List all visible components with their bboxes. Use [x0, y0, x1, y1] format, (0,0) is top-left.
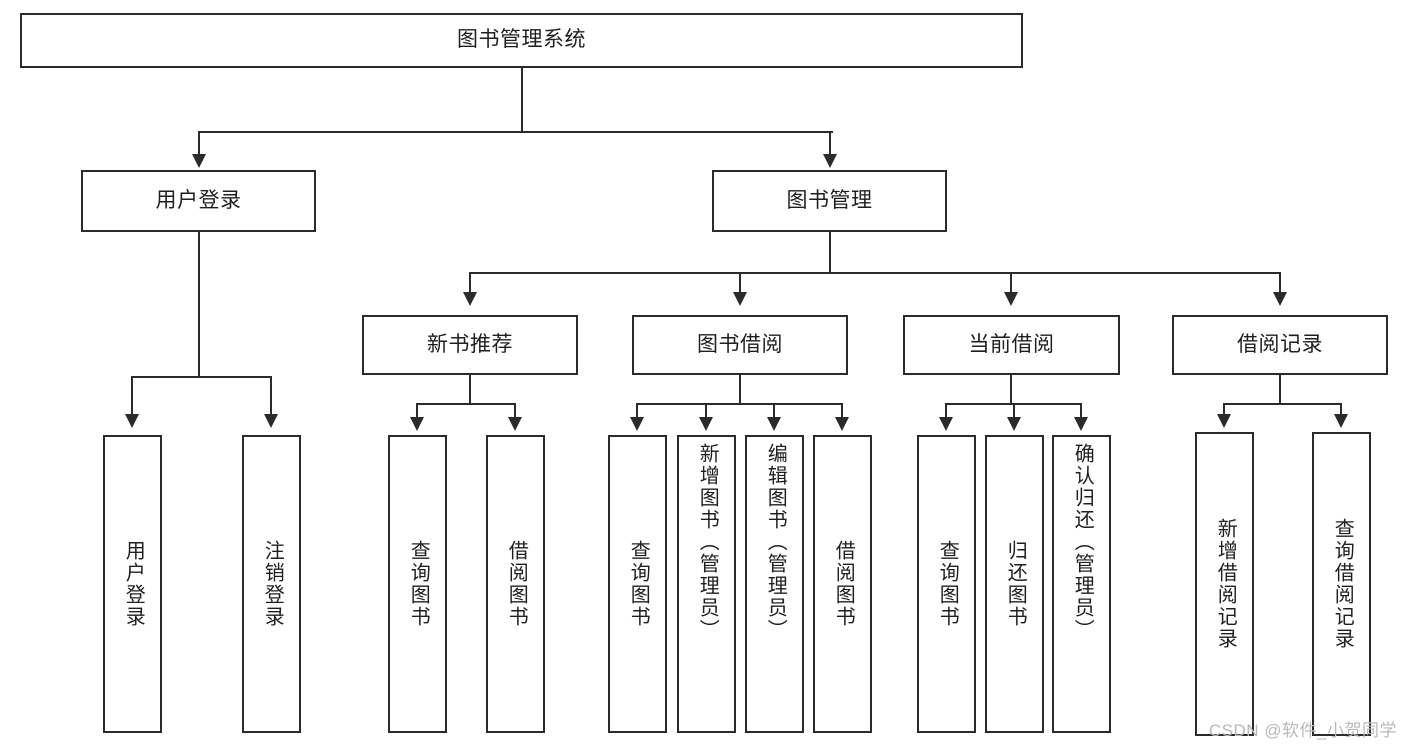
- leaf-add-borrow-record-label: 新增借阅记录: [1214, 518, 1237, 650]
- node-book-management-label: 图书管理: [786, 188, 873, 212]
- leaf-query-books-current-label: 查询图书: [936, 540, 959, 628]
- connector-borrow-records-to-leaf-2: [1340, 403, 1342, 416]
- leaf-query-books-new-label: 查询图书: [407, 540, 430, 628]
- connector-new-books-bus: [416, 403, 515, 405]
- connector-user-login-bus: [131, 376, 271, 378]
- arrow-to-book-mgmt: [823, 154, 837, 168]
- node-new-book-recommend-label: 新书推荐: [427, 332, 513, 356]
- connector-new-books-to-leaf-2: [514, 403, 516, 419]
- connector-borrow-records-stem: [1279, 375, 1281, 403]
- connector-book-borrow-to-leaf-3: [773, 403, 775, 419]
- arrow-to-borrow-records: [1273, 292, 1287, 306]
- connector-user-login-to-leaf-1: [131, 376, 133, 416]
- leaf-query-borrow-record[interactable]: 查询借阅记录: [1312, 432, 1371, 736]
- connector-new-books-stem: [469, 375, 471, 403]
- connector-current-borrow-to-leaf-1: [945, 403, 947, 419]
- connector-root-to-book-mgmt: [829, 131, 831, 156]
- node-book-management[interactable]: 图书管理: [712, 170, 947, 232]
- arrow-to-current-borrow: [1004, 292, 1018, 306]
- leaf-logout[interactable]: 注销登录: [242, 435, 301, 733]
- leaf-return-book-label: 归还图书: [1004, 540, 1027, 628]
- arrow-to-leaf-query-record: [1334, 414, 1348, 428]
- node-borrow-records-label: 借阅记录: [1237, 332, 1323, 356]
- connector-book-mgmt-to-borrow: [739, 272, 741, 294]
- leaf-logout-label: 注销登录: [261, 540, 284, 628]
- leaf-user-login[interactable]: 用户登录: [103, 435, 162, 733]
- leaf-query-books-borrow-label: 查询图书: [627, 540, 650, 628]
- leaf-return-book[interactable]: 归还图书: [985, 435, 1044, 733]
- leaf-query-books-borrow[interactable]: 查询图书: [608, 435, 667, 733]
- leaf-borrow-books-borrow-label: 借阅图书: [832, 540, 855, 628]
- node-current-borrow[interactable]: 当前借阅: [903, 315, 1120, 375]
- node-new-book-recommend[interactable]: 新书推荐: [362, 315, 578, 375]
- leaf-query-books-new[interactable]: 查询图书: [388, 435, 447, 733]
- connector-book-borrow-bus: [636, 403, 842, 405]
- node-current-borrow-label: 当前借阅: [968, 332, 1055, 356]
- connector-book-borrow-to-leaf-2: [705, 403, 707, 419]
- node-borrow-records[interactable]: 借阅记录: [1172, 315, 1388, 375]
- arrow-to-new-books: [463, 292, 477, 306]
- leaf-add-book-admin[interactable]: 新增图书（管理员）: [677, 435, 736, 733]
- arrow-to-leaf-add-book: [699, 417, 713, 431]
- leaf-user-login-label: 用户登录: [122, 540, 145, 628]
- watermark: CSDN @软件_小贺同学: [1208, 721, 1397, 740]
- node-user-login-label: 用户登录: [155, 188, 242, 212]
- connector-book-mgmt-to-new-books: [469, 272, 471, 294]
- leaf-edit-book-admin[interactable]: 编辑图书（管理员）: [745, 435, 804, 733]
- leaf-query-borrow-record-label: 查询借阅记录: [1331, 518, 1354, 650]
- connector-current-borrow-to-leaf-3: [1080, 403, 1082, 419]
- arrow-to-leaf-query-books-1: [410, 417, 424, 431]
- connector-book-borrow-to-leaf-1: [636, 403, 638, 419]
- arrow-to-leaf-logout: [264, 414, 278, 428]
- leaf-add-borrow-record[interactable]: 新增借阅记录: [1195, 432, 1254, 736]
- arrow-to-leaf-borrow-books-2: [835, 417, 849, 431]
- arrow-to-user-login: [192, 154, 206, 168]
- connector-book-mgmt-to-records: [1279, 272, 1281, 294]
- leaf-confirm-return-admin-label: 确认归还（管理员）: [1071, 443, 1094, 641]
- connector-book-mgmt-to-current: [1010, 272, 1012, 294]
- leaf-edit-book-admin-label: 编辑图书（管理员）: [764, 443, 787, 641]
- connector-borrow-records-bus: [1223, 403, 1341, 405]
- connector-book-borrow-to-leaf-4: [841, 403, 843, 419]
- arrow-to-leaf-user-login: [125, 414, 139, 428]
- leaf-borrow-books-borrow[interactable]: 借阅图书: [813, 435, 872, 733]
- node-root-system-label: 图书管理系统: [457, 28, 586, 52]
- connector-borrow-records-to-leaf-1: [1223, 403, 1225, 416]
- connector-book-mgmt-stem: [829, 232, 831, 272]
- arrow-to-book-borrow: [733, 292, 747, 306]
- connector-user-login-stem: [198, 232, 200, 376]
- arrow-to-leaf-add-record: [1217, 414, 1231, 428]
- arrow-to-leaf-borrow-books-1: [508, 417, 522, 431]
- connector-root-stem: [521, 68, 523, 131]
- node-user-login[interactable]: 用户登录: [81, 170, 316, 232]
- connector-book-mgmt-bus: [469, 272, 1280, 274]
- connector-user-login-to-leaf-2: [270, 376, 272, 416]
- connector-book-borrow-stem: [739, 375, 741, 403]
- connector-current-borrow-stem: [1010, 375, 1012, 403]
- connector-current-borrow-to-leaf-2: [1013, 403, 1015, 419]
- arrow-to-leaf-confirm-return: [1074, 417, 1088, 431]
- connector-root-to-user-login: [198, 131, 200, 156]
- leaf-borrow-books-new-label: 借阅图书: [505, 540, 528, 628]
- arrow-to-leaf-return-book: [1007, 417, 1021, 431]
- node-book-borrow[interactable]: 图书借阅: [632, 315, 848, 375]
- node-root-system[interactable]: 图书管理系统: [20, 13, 1023, 68]
- leaf-confirm-return-admin[interactable]: 确认归还（管理员）: [1052, 435, 1111, 733]
- leaf-borrow-books-new[interactable]: 借阅图书: [486, 435, 545, 733]
- leaf-add-book-admin-label: 新增图书（管理员）: [696, 443, 719, 641]
- arrow-to-leaf-edit-book: [767, 417, 781, 431]
- node-book-borrow-label: 图书借阅: [697, 332, 783, 356]
- arrow-to-leaf-query-books-3: [939, 417, 953, 431]
- leaf-query-books-current[interactable]: 查询图书: [917, 435, 976, 733]
- connector-new-books-to-leaf-1: [416, 403, 418, 419]
- connector-root-bus: [198, 131, 833, 133]
- arrow-to-leaf-query-books-2: [630, 417, 644, 431]
